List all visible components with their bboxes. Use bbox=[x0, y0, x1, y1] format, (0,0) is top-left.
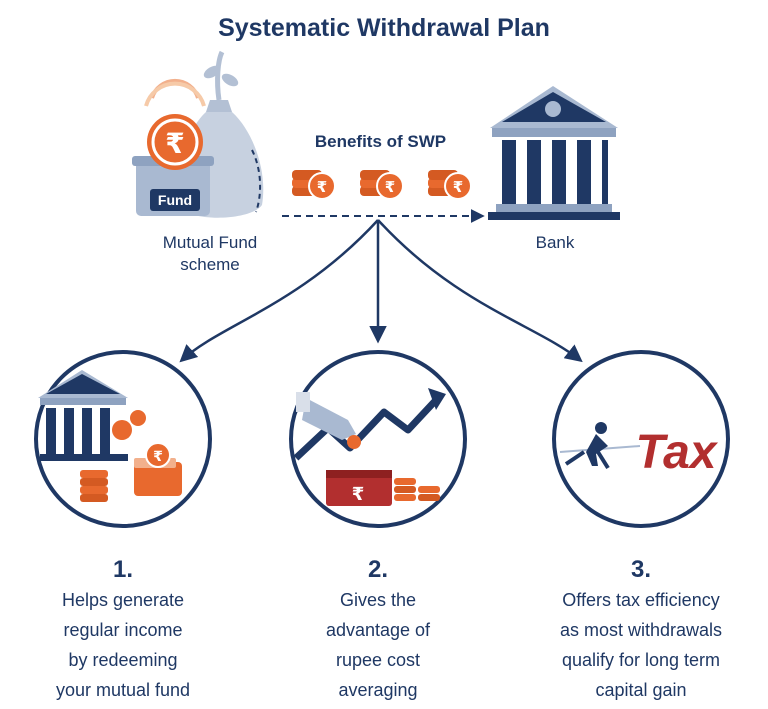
tax-efficiency-icon: Tax bbox=[552, 350, 730, 528]
svg-text:₹: ₹ bbox=[153, 449, 163, 465]
mutual-fund-icon: Fund ₹ bbox=[132, 50, 264, 218]
benefit-2-line: averaging bbox=[338, 680, 418, 700]
bank-label: Bank bbox=[535, 233, 575, 252]
branch-arrow-1 bbox=[179, 219, 379, 363]
benefit-2-line: rupee cost bbox=[335, 650, 421, 670]
rupee-symbol: ₹ bbox=[165, 127, 184, 160]
svg-text:₹: ₹ bbox=[453, 178, 463, 196]
rupee-cost-averaging-icon: ₹ bbox=[289, 350, 467, 528]
benefit-1-line: by redeeming bbox=[68, 650, 178, 670]
benefit-3-description: Offers tax efficiency as most withdrawal… bbox=[516, 585, 766, 705]
coin-stack-icon: ₹ bbox=[428, 170, 472, 200]
benefit-3-line: qualify for long term bbox=[561, 650, 721, 670]
benefit-3-number: 3. bbox=[630, 556, 651, 583]
benefit-3-line: capital gain bbox=[595, 680, 687, 700]
bank-income-icon: ₹ bbox=[34, 350, 212, 528]
bank-icon bbox=[488, 86, 620, 220]
benefit-1-number: 1. bbox=[112, 556, 133, 583]
benefit-3-line: as most withdrawals bbox=[559, 620, 723, 640]
benefit-3-line: Offers tax efficiency bbox=[562, 590, 720, 610]
benefit-1-description: Helps generate regular income by redeemi… bbox=[0, 585, 248, 705]
benefit-1-line: your mutual fund bbox=[55, 680, 191, 700]
benefit-1-line: Helps generate bbox=[61, 590, 185, 610]
svg-text:₹: ₹ bbox=[352, 484, 365, 505]
coin-stack-icon: ₹ bbox=[292, 170, 336, 200]
fund-tag: Fund bbox=[158, 192, 192, 208]
mutual-fund-label-line: scheme bbox=[180, 255, 240, 274]
page-title: Systematic Withdrawal Plan bbox=[218, 14, 550, 42]
mutual-fund-label: Mutual Fund scheme bbox=[120, 232, 300, 276]
benefit-2-description: Gives the advantage of rupee cost averag… bbox=[253, 585, 503, 705]
benefit-2-line: Gives the bbox=[339, 590, 417, 610]
benefit-1-line: regular income bbox=[63, 620, 183, 640]
benefit-2-number: 2. bbox=[367, 556, 388, 583]
coin-stack-icon: ₹ bbox=[360, 170, 404, 200]
mutual-fund-label-line: Mutual Fund bbox=[162, 233, 258, 252]
benefits-label: Benefits of SWP bbox=[314, 132, 447, 151]
benefit-2-line: advantage of bbox=[325, 620, 431, 640]
tax-word: Tax bbox=[636, 426, 719, 479]
svg-text:₹: ₹ bbox=[385, 178, 395, 196]
branch-arrow-3 bbox=[377, 219, 583, 363]
svg-text:₹: ₹ bbox=[317, 178, 327, 196]
